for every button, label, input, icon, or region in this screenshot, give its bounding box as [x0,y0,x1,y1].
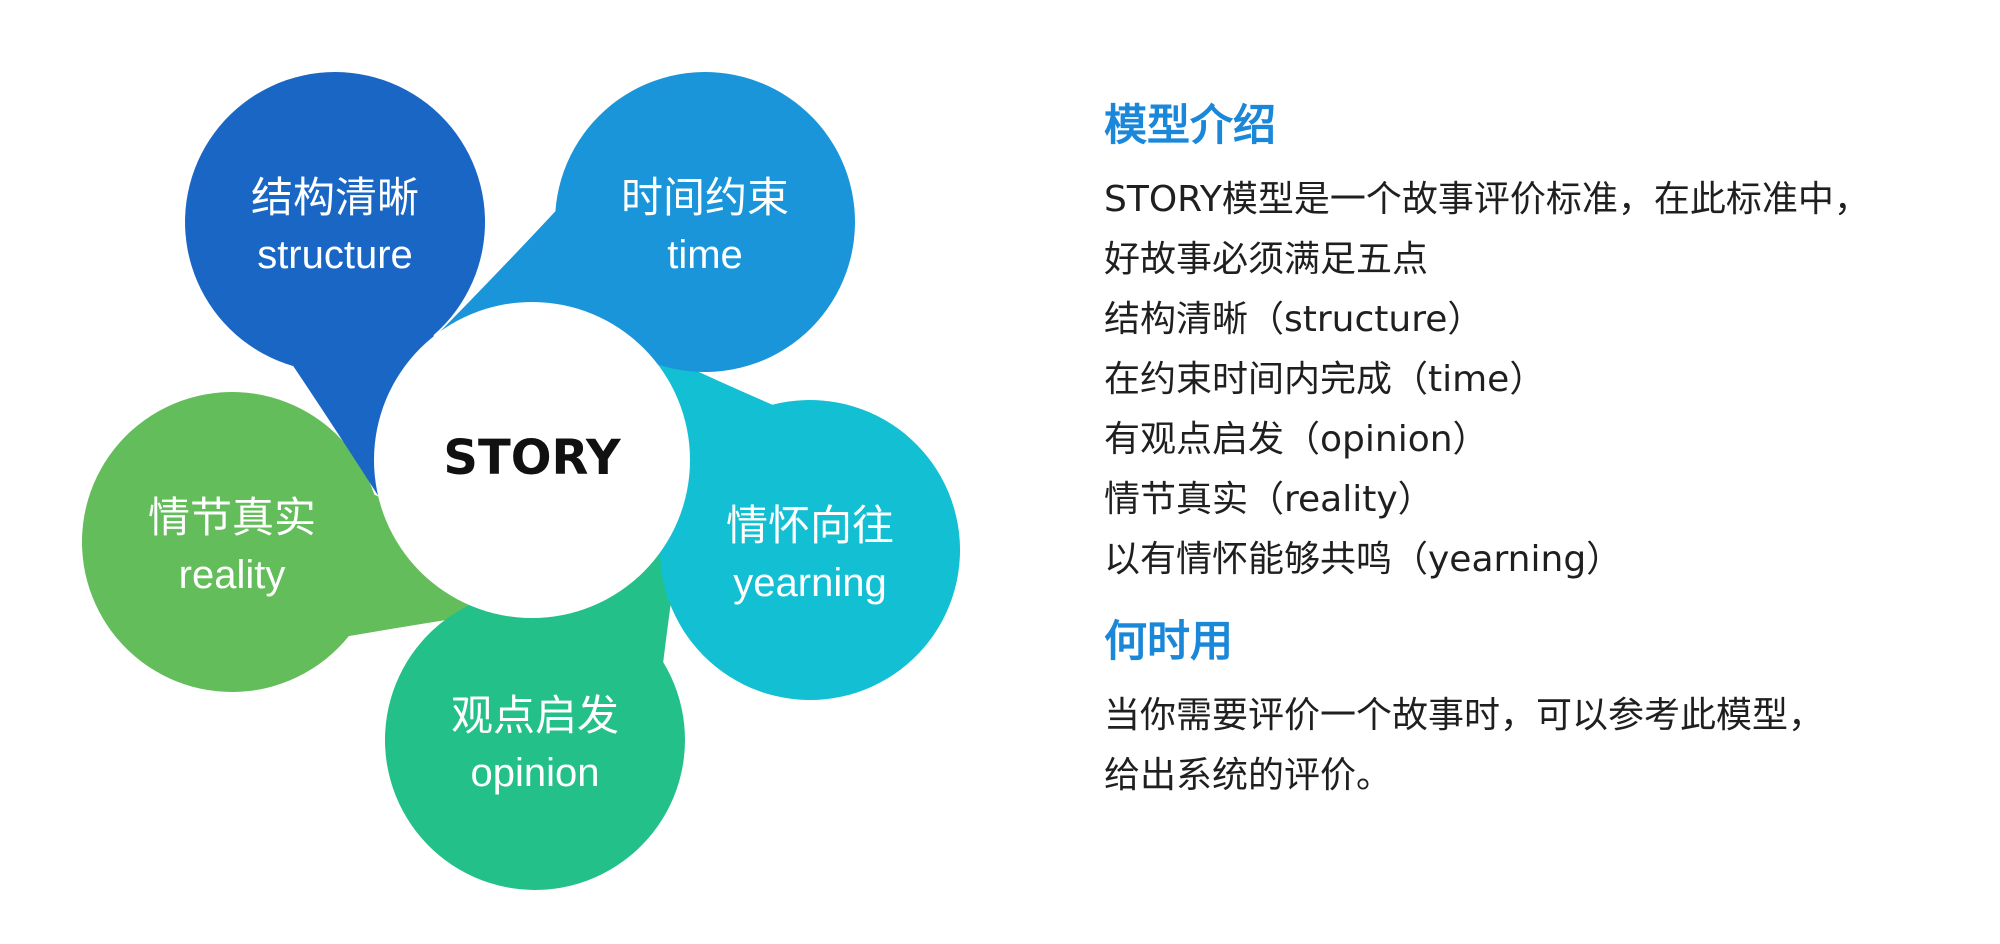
petal-label-zh: 结构清晰 [251,173,419,222]
petal-label-en: reality [179,553,286,597]
intro-line: 在约束时间内完成（time） [1104,359,1546,401]
usage-line: 给出系统的评价。 [1104,755,1393,797]
intro-line: 情节真实（reality） [1104,479,1434,521]
petal-label-en: time [667,233,743,277]
center-circle [374,302,690,618]
petal-label-en: yearning [733,561,886,605]
petal-label-zh: 观点启发 [451,691,619,740]
text-panel: 模型介绍 STORY模型是一个故事评价标准，在此标准中， 好故事必须满足五点 结… [1104,96,1984,806]
intro-text: STORY模型是一个故事评价标准，在此标准中， 好故事必须满足五点 结构清晰（s… [1104,170,1984,590]
story-model-diagram: 情节真实 reality 观点启发 opinion 情怀向往 yearning 时间约束 ti… [81,72,961,890]
petal-reality [81,392,566,693]
petal-label-en: structure [257,233,413,277]
intro-line: 结构清晰（structure） [1104,299,1484,341]
usage-heading: 何时用 [1104,617,1233,668]
intro-line: 以有情怀能够共鸣（yearning） [1104,539,1623,581]
intro-line: 有观点启发（opinion） [1104,419,1489,461]
intro-line: STORY模型是一个故事评价标准，在此标准中， [1104,179,1870,221]
petal-label-zh: 情怀向往 [726,501,894,550]
petal-yearning [600,326,961,701]
petal-time [420,72,856,373]
usage-text: 当你需要评价一个故事时，可以参考此模型， 给出系统的评价。 [1104,686,1984,806]
petal-label-en: opinion [470,751,599,795]
intro-heading: 模型介绍 [1104,101,1276,151]
petal-label-zh: 情节真实 [148,493,316,542]
intro-line: 好故事必须满足五点 [1104,239,1429,281]
petal-label-zh: 时间约束 [621,173,789,222]
center-label: STORY [443,430,621,486]
usage-line: 当你需要评价一个故事时，可以参考此模型， [1104,695,1825,737]
